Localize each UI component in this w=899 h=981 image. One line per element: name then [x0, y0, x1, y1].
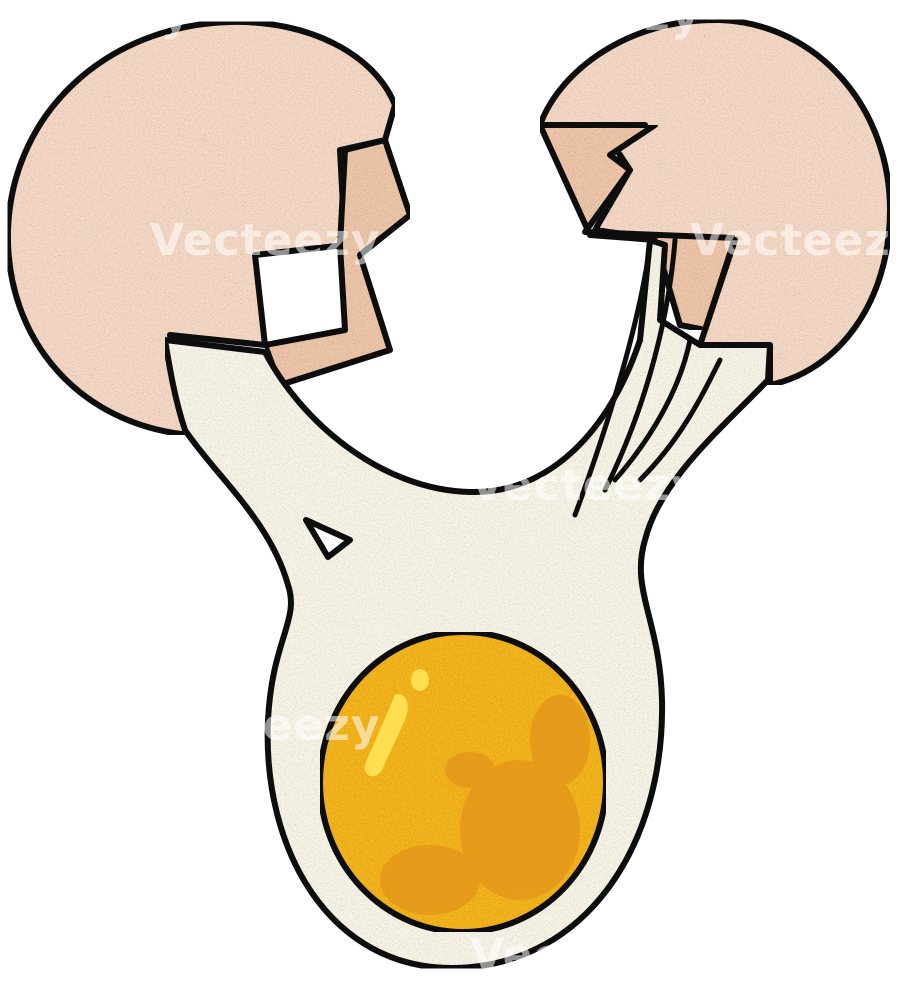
egg-white-strand [612, 337, 693, 483]
egg-white [162, 237, 773, 972]
egg-white-strand [602, 237, 678, 493]
egg-white-strand [572, 242, 653, 518]
egg-white-hole [303, 517, 353, 560]
yolk-texture [380, 695, 590, 915]
egg-white-strand [637, 357, 723, 483]
yolk-highlight-dot [411, 669, 429, 691]
yolk-highlight [364, 694, 408, 777]
right-shell-half [537, 16, 893, 388]
left-shell-half [4, 18, 398, 438]
right-shell-inner [537, 122, 738, 333]
